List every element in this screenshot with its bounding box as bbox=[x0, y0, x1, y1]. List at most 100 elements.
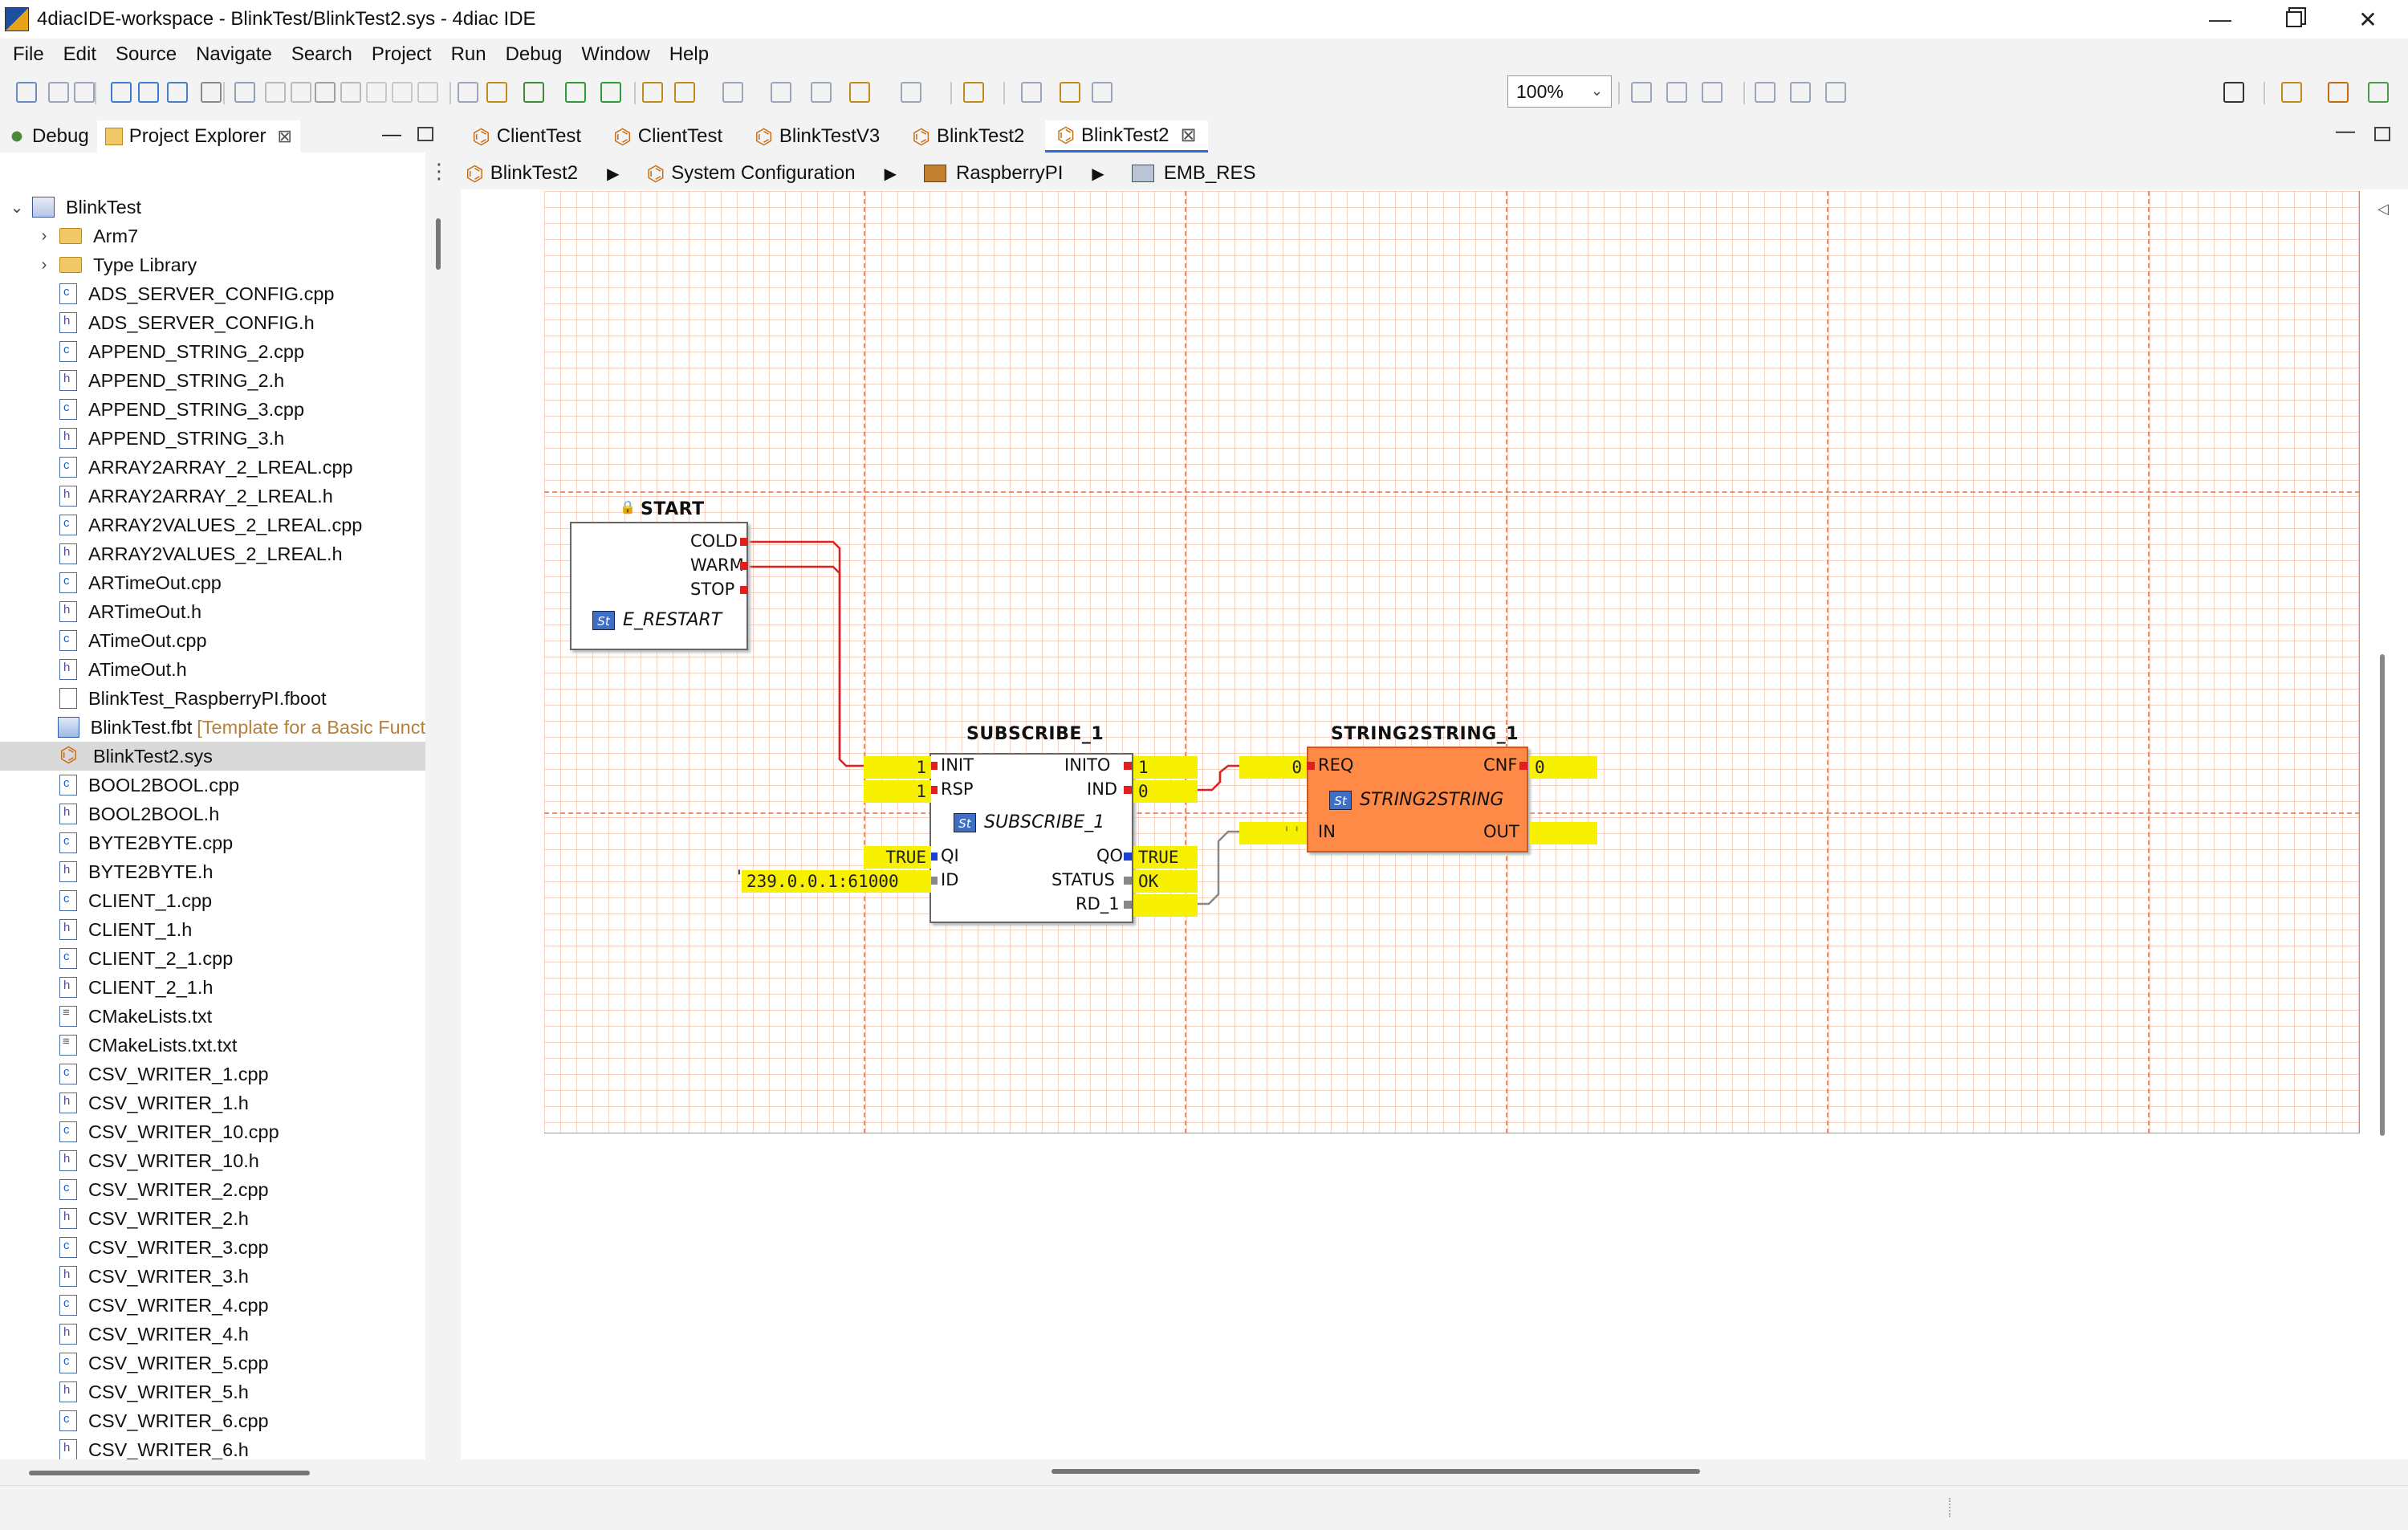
forward-icon[interactable] bbox=[849, 82, 870, 103]
maximize-view-icon[interactable] bbox=[417, 127, 433, 141]
inito-output-pin[interactable]: INITO bbox=[1064, 755, 1111, 775]
editor-horizontal-scrollbar[interactable] bbox=[1051, 1469, 1700, 1474]
inito-watch[interactable]: 1 bbox=[1133, 756, 1198, 779]
breadcrumb-separator-icon[interactable]: ▶ bbox=[884, 165, 897, 183]
tree-item[interactable]: ARRAY2ARRAY_2_LREAL.h bbox=[0, 482, 425, 511]
breadcrumb-item-blinktest2[interactable]: ⌬BlinkTest2 bbox=[461, 161, 583, 186]
monitor-icon[interactable] bbox=[167, 82, 188, 103]
warm-port[interactable] bbox=[740, 562, 748, 570]
tree-item[interactable]: ARRAY2VALUES_2_LREAL.h bbox=[0, 539, 425, 568]
pin-editor-icon[interactable] bbox=[901, 82, 921, 103]
step-into-icon[interactable] bbox=[366, 82, 387, 103]
suspend-icon[interactable] bbox=[291, 82, 311, 103]
menu-navigate[interactable]: Navigate bbox=[196, 43, 272, 65]
redo-icon[interactable] bbox=[1092, 82, 1112, 103]
stop-output-pin[interactable]: STOP bbox=[690, 580, 735, 599]
out-watch[interactable] bbox=[1530, 822, 1597, 844]
coverage-icon[interactable] bbox=[600, 82, 621, 103]
open-task-icon[interactable] bbox=[674, 82, 695, 103]
resume-icon[interactable] bbox=[265, 82, 286, 103]
tab-debug[interactable]: Debug bbox=[0, 120, 97, 153]
status-port[interactable] bbox=[1124, 877, 1132, 885]
qo-output-pin[interactable]: QO bbox=[1096, 846, 1124, 865]
tree-item[interactable]: CSV_WRITER_6.cpp bbox=[0, 1406, 425, 1435]
menu-window[interactable]: Window bbox=[581, 43, 650, 65]
hierarchy-icon[interactable] bbox=[201, 82, 222, 103]
breadcrumb-item-raspberrypi[interactable]: RaspberryPI bbox=[919, 162, 1068, 185]
tree-item[interactable]: APPEND_STRING_2.cpp bbox=[0, 337, 425, 366]
undo-icon[interactable] bbox=[1060, 82, 1080, 103]
tree-item[interactable]: ATimeOut.cpp bbox=[0, 626, 425, 655]
align-bottom-icon[interactable] bbox=[1825, 82, 1846, 103]
tree-item[interactable]: APPEND_STRING_2.h bbox=[0, 366, 425, 395]
close-button[interactable]: ✕ bbox=[2358, 6, 2377, 32]
tree-item[interactable]: CSV_WRITER_10.cpp bbox=[0, 1117, 425, 1146]
tree-item[interactable]: CSV_WRITER_5.h bbox=[0, 1377, 425, 1406]
tree-item[interactable]: CSV_WRITER_2.cpp bbox=[0, 1175, 425, 1204]
start-block-name[interactable]: START bbox=[641, 499, 705, 519]
close-icon[interactable]: ⊠ bbox=[1180, 124, 1197, 146]
menu-project[interactable]: Project bbox=[371, 43, 432, 65]
editor-maximize-icon[interactable] bbox=[2374, 127, 2390, 141]
ind-output-pin[interactable]: IND bbox=[1087, 779, 1118, 799]
editor-tab-blinktest2[interactable]: ⌬BlinkTest2⊠ bbox=[1045, 120, 1208, 153]
id-port[interactable] bbox=[929, 877, 938, 885]
menu-search[interactable]: Search bbox=[291, 43, 352, 65]
tree-item[interactable]: ARRAY2ARRAY_2_LREAL.cpp bbox=[0, 453, 425, 482]
tree-item[interactable]: CSV_WRITER_6.h bbox=[0, 1435, 425, 1459]
editor-vertical-scrollbar[interactable]: ◁ bbox=[2376, 193, 2392, 1461]
cold-output-pin[interactable]: COLD bbox=[690, 531, 738, 551]
minimize-view-icon[interactable]: — bbox=[382, 124, 401, 145]
save-all-icon[interactable] bbox=[74, 82, 95, 103]
tree-item[interactable]: ARTimeOut.h bbox=[0, 597, 425, 626]
tree-item[interactable]: BYTE2BYTE.cpp bbox=[0, 828, 425, 857]
rsp-port[interactable] bbox=[929, 786, 938, 794]
collapsed-twisty-icon[interactable]: › bbox=[41, 255, 47, 274]
init-input-pin[interactable]: INIT bbox=[941, 755, 974, 775]
menu-edit[interactable]: Edit bbox=[63, 43, 97, 65]
system-perspective-icon[interactable] bbox=[2328, 82, 2349, 103]
align-top-icon[interactable] bbox=[1755, 82, 1775, 103]
tree-vertical-scrollbar[interactable] bbox=[436, 218, 441, 270]
view-menu-icon[interactable]: ⋮ bbox=[429, 159, 449, 183]
open-perspective-icon[interactable] bbox=[2281, 82, 2302, 103]
deploy-icon[interactable] bbox=[138, 82, 159, 103]
debug-perspective-icon[interactable] bbox=[2368, 82, 2389, 103]
editor-tab-blinktestv3[interactable]: ⌬BlinkTestV3 bbox=[743, 120, 891, 153]
qi-watch[interactable]: TRUE bbox=[864, 846, 931, 869]
last-edit-icon[interactable] bbox=[771, 82, 791, 103]
tree-item[interactable]: ›Type Library bbox=[0, 250, 425, 279]
run-icon[interactable] bbox=[565, 82, 586, 103]
id-input-pin[interactable]: ID bbox=[941, 870, 959, 889]
tools-icon[interactable] bbox=[486, 82, 507, 103]
debug-run-icon[interactable] bbox=[523, 82, 544, 103]
req-port[interactable] bbox=[1307, 762, 1315, 770]
cnf-output-pin[interactable]: CNF bbox=[1483, 755, 1518, 775]
step-over-icon[interactable] bbox=[392, 82, 413, 103]
open-type-icon[interactable] bbox=[642, 82, 663, 103]
menu-source[interactable]: Source bbox=[116, 43, 177, 65]
tab-project-explorer[interactable]: Project Explorer ⊠ bbox=[96, 120, 300, 153]
build-icon[interactable] bbox=[111, 82, 132, 103]
cnf-watch[interactable]: 0 bbox=[1530, 756, 1597, 779]
tree-item[interactable]: APPEND_STRING_3.cpp bbox=[0, 395, 425, 424]
qi-port[interactable] bbox=[929, 852, 938, 861]
rd1-watch[interactable] bbox=[1133, 894, 1198, 917]
rd1-port[interactable] bbox=[1124, 901, 1132, 909]
status-output-pin[interactable]: STATUS bbox=[1051, 870, 1115, 889]
minimize-button[interactable]: — bbox=[2209, 6, 2231, 31]
tree-item[interactable]: APPEND_STRING_3.h bbox=[0, 424, 425, 453]
tree-item[interactable]: ARRAY2VALUES_2_LREAL.cpp bbox=[0, 511, 425, 539]
tree-item[interactable]: CLIENT_1.cpp bbox=[0, 886, 425, 915]
qi-input-pin[interactable]: QI bbox=[941, 846, 959, 865]
tree-item[interactable]: BOOL2BOOL.h bbox=[0, 800, 425, 828]
tree-item[interactable]: CLIENT_2_1.cpp bbox=[0, 944, 425, 973]
breadcrumb-separator-icon[interactable]: ▶ bbox=[607, 165, 620, 183]
tree-item[interactable]: BlinkTest2.sys bbox=[0, 742, 425, 771]
tree-item[interactable]: BlinkTest_RaspberryPI.fboot bbox=[0, 684, 425, 713]
req-watch[interactable]: 0 bbox=[1239, 756, 1307, 779]
terminate-icon[interactable] bbox=[315, 82, 336, 103]
tree-item[interactable]: CSV_WRITER_1.cpp bbox=[0, 1060, 425, 1088]
annotation-icon[interactable] bbox=[722, 82, 743, 103]
tree-item[interactable]: CMakeLists.txt bbox=[0, 1002, 425, 1031]
